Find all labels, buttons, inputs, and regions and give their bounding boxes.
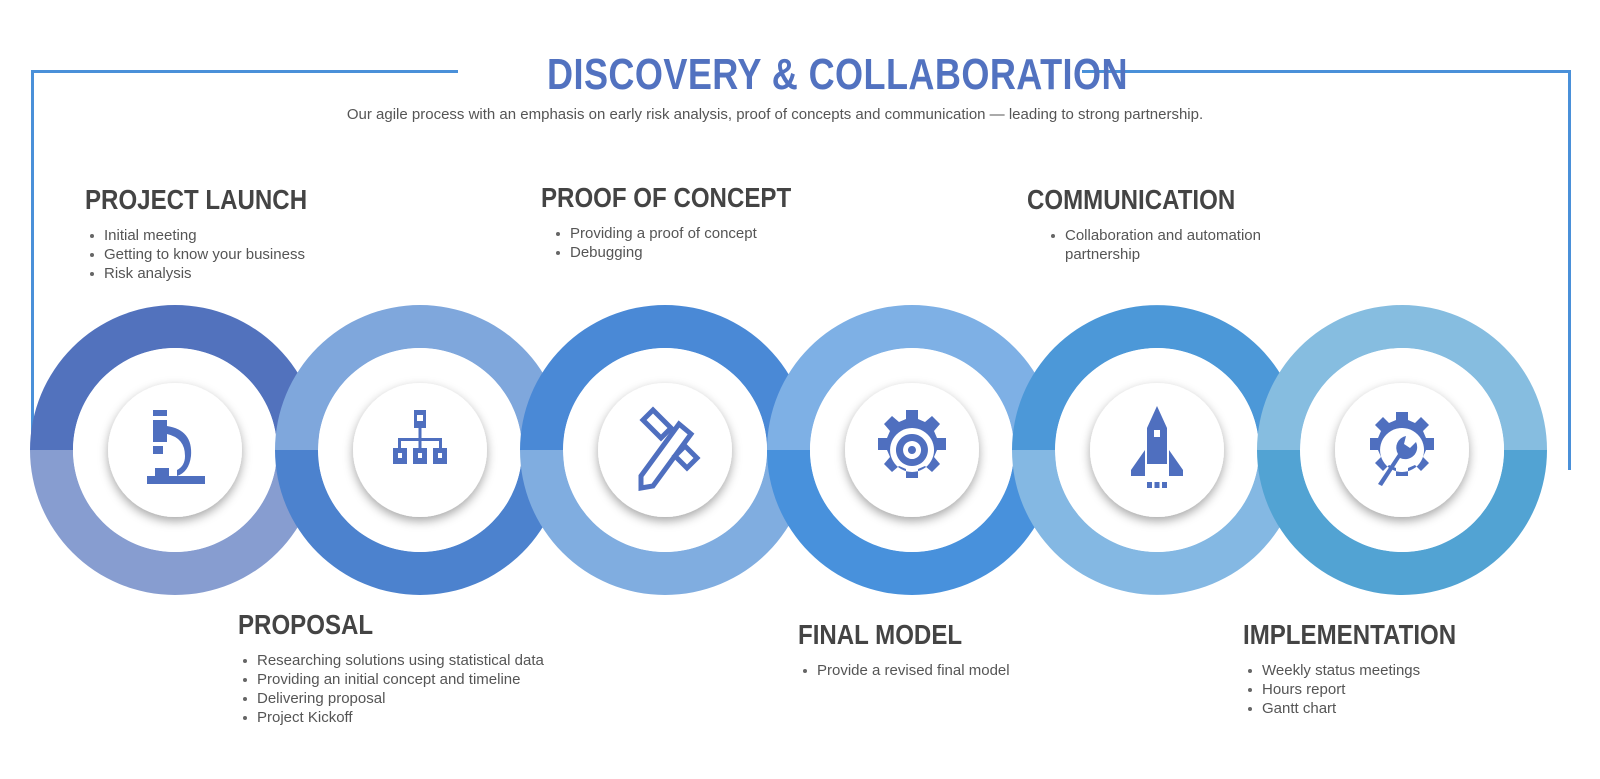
stage-bullets: Provide a revised final model: [798, 661, 1010, 680]
stage-heading: PROJECT LAUNCH: [85, 184, 308, 215]
bullet-item: Collaboration and automation partnership: [1046, 226, 1295, 264]
stage-bullets: Collaboration and automation partnership: [1027, 226, 1295, 264]
ring-top-half: [275, 305, 565, 450]
frame-top-right-line: [1082, 70, 1571, 73]
ring-top-half: [1257, 305, 1547, 450]
stage-ring-5: [1012, 305, 1302, 595]
bullet-item: Delivering proposal: [238, 689, 544, 708]
stage-ring-6: [1257, 305, 1547, 595]
stage-ring-1: [30, 305, 320, 595]
bullet-item: Weekly status meetings: [1243, 661, 1491, 680]
bullet-item: Debugging: [551, 243, 832, 262]
bullet-item: Getting to know your business: [85, 245, 343, 264]
microscope-icon: [147, 410, 205, 484]
ring-top-half: [1012, 305, 1302, 450]
frame-left-line: [31, 70, 34, 450]
ring-bottom-half: [767, 450, 1057, 595]
ring-bottom-half: [30, 450, 320, 595]
stage-communication: COMMUNICATION Collaboration and automati…: [1027, 184, 1295, 264]
ring-bottom-half: [275, 450, 565, 595]
stage-ring-4: [767, 305, 1057, 595]
stage-heading: COMMUNICATION: [1027, 184, 1236, 215]
bullet-item: Providing a proof of concept: [551, 224, 832, 243]
frame-right-line: [1568, 70, 1571, 470]
stage-heading: PROOF OF CONCEPT: [541, 182, 792, 213]
ring-bottom-half: [520, 450, 810, 595]
frame-top-left-line: [32, 70, 458, 73]
stage-project-launch: PROJECT LAUNCH Initial meeting Getting t…: [85, 184, 343, 283]
stage-bullets: Initial meeting Getting to know your bus…: [85, 226, 343, 283]
ring-top-half: [30, 305, 320, 450]
rocket-icon: [1131, 406, 1183, 488]
stage-ring-2: [275, 305, 565, 595]
bullet-item: Providing an initial concept and timelin…: [238, 670, 544, 689]
stage-bullets: Researching solutions using statistical …: [238, 651, 544, 727]
stage-heading: IMPLEMENTATION: [1243, 619, 1457, 650]
page-subtitle: Our agile process with an emphasis on ea…: [346, 106, 1204, 123]
gear-wrench-icon: [1370, 412, 1434, 486]
stage-heading: PROPOSAL: [238, 609, 374, 640]
stage-ring-3: [520, 305, 810, 595]
bullet-item: Provide a revised final model: [798, 661, 1010, 680]
ring-bottom-half: [1257, 450, 1547, 595]
icon-badge: [598, 383, 732, 517]
stage-bullets: Providing a proof of concept Debugging: [541, 224, 832, 262]
ring-top-half: [767, 305, 1057, 450]
ring-bottom-half: [1012, 450, 1302, 595]
stage-heading: FINAL MODEL: [798, 619, 963, 650]
bullet-item: Risk analysis: [85, 264, 343, 283]
stage-implementation: IMPLEMENTATION Weekly status meetings Ho…: [1243, 619, 1491, 718]
hierarchy-icon: [393, 410, 447, 464]
stage-bullets: Weekly status meetings Hours report Gant…: [1243, 661, 1491, 718]
bullet-item: Hours report: [1243, 680, 1491, 699]
bullet-item: Project Kickoff: [238, 708, 544, 727]
gear-icon: [878, 410, 946, 478]
bullet-item: Researching solutions using statistical …: [238, 651, 544, 670]
pencil-ruler-icon: [638, 406, 701, 491]
stage-final-model: FINAL MODEL Provide a revised final mode…: [798, 619, 1010, 680]
stage-proof-of-concept: PROOF OF CONCEPT Providing a proof of co…: [541, 182, 832, 262]
stage-proposal: PROPOSAL Researching solutions using sta…: [238, 609, 544, 727]
ring-top-half: [520, 305, 810, 450]
icon-badge: [108, 383, 242, 517]
bullet-item: Initial meeting: [85, 226, 343, 245]
bullet-item: Gantt chart: [1243, 699, 1491, 718]
